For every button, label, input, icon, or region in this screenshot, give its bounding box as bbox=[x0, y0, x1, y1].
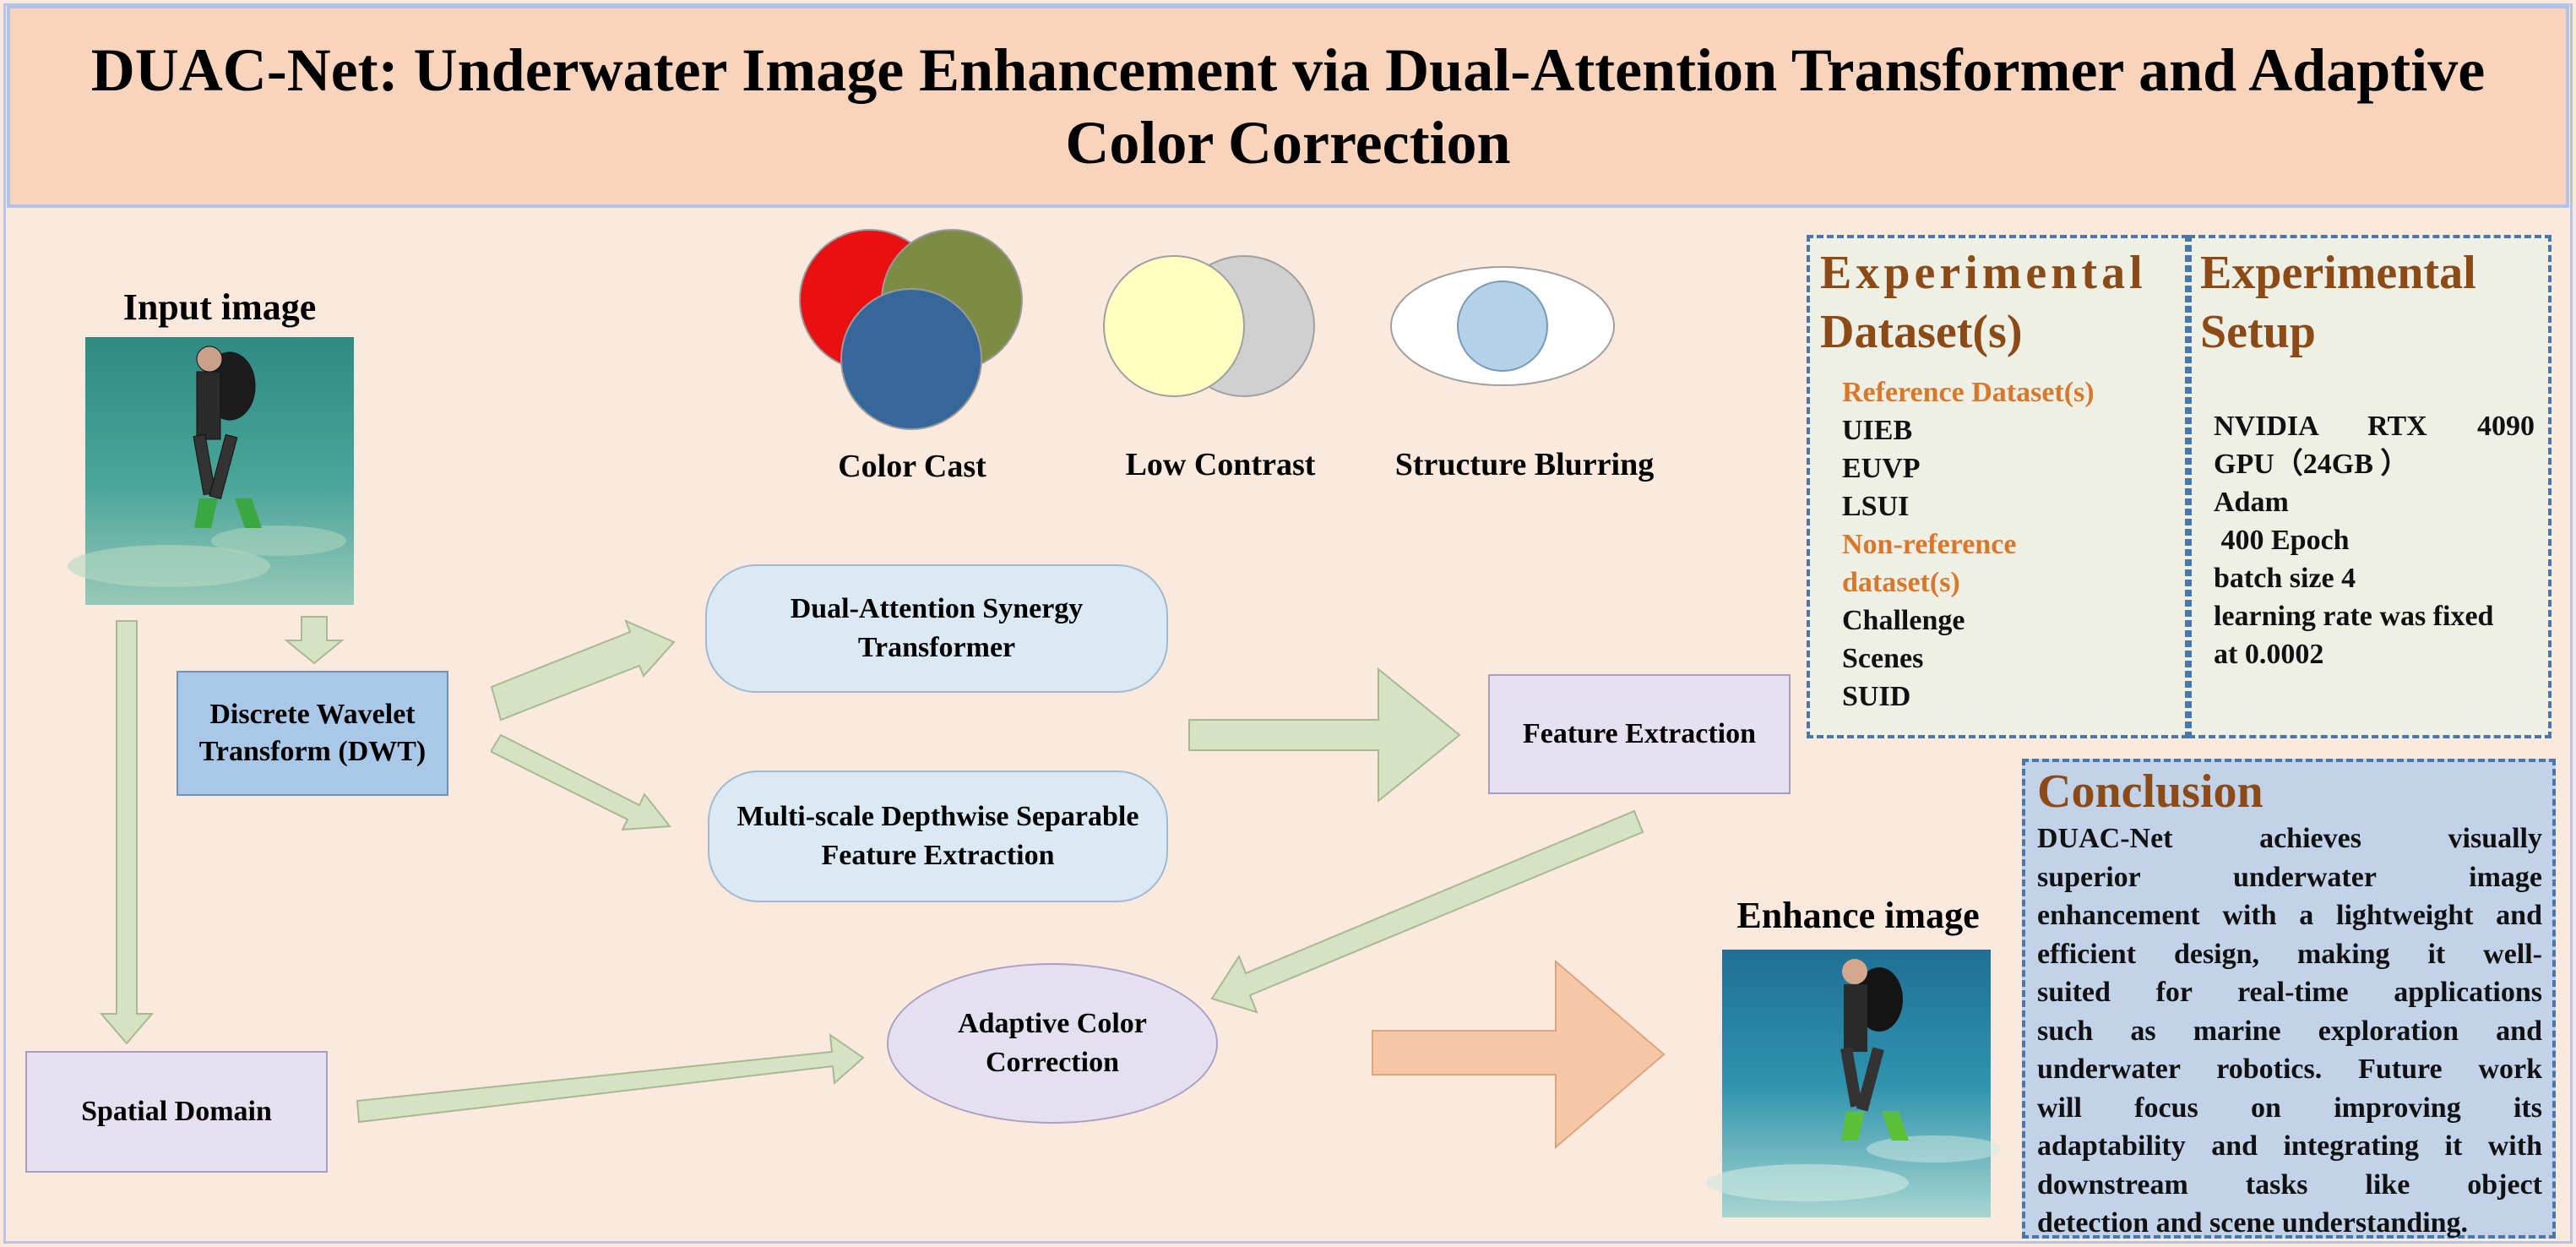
setup-line: 400 Epoch bbox=[2214, 525, 2350, 556]
arrow-to-feature-extraction bbox=[1188, 667, 1461, 803]
enhance-image-label: Enhance image bbox=[1736, 895, 1980, 936]
dual-attention-node: Dual-Attention Synergy Transformer bbox=[705, 564, 1168, 693]
conclusion-line: superior underwater image bbox=[2037, 861, 2542, 893]
dataset-item: EUVP bbox=[1842, 453, 1921, 484]
adaptive-color-node: Adaptive Color Correction bbox=[887, 963, 1218, 1124]
conclusion-line: DUAC-Net achieves visually bbox=[2037, 823, 2542, 854]
setup-line: learning rate was fixed bbox=[2214, 601, 2494, 632]
dwt-node: Discrete Wavelet Transform (DWT) bbox=[177, 671, 448, 796]
setup-line: GPU（24GB ） bbox=[2214, 449, 2410, 480]
poster-title: DUAC-Net: Underwater Image Enhancement v… bbox=[7, 5, 2569, 208]
arrow-dwt-to-dual-attention bbox=[490, 619, 676, 722]
conclusion-line: detection and scene understanding. bbox=[2037, 1207, 2469, 1239]
setup-line: at 0.0002 bbox=[2214, 639, 2324, 670]
setup-heading-2: Setup bbox=[2200, 306, 2316, 358]
datasets-heading-2: Dataset(s) bbox=[1820, 306, 2023, 358]
conclusion-line: will focus on improving its bbox=[2037, 1092, 2542, 1124]
conclusion-heading: Conclusion bbox=[2037, 765, 2264, 818]
conclusion-line: such as marine exploration and bbox=[2037, 1015, 2542, 1047]
conclusion-text: DUAC-Net achieves visually superior unde… bbox=[2037, 820, 2542, 1243]
nonreference-label: dataset(s) bbox=[1842, 567, 1960, 598]
reference-label: Reference Dataset(s) bbox=[1842, 377, 2095, 408]
conclusion-panel: Conclusion DUAC-Net achieves visually su… bbox=[2022, 759, 2556, 1239]
dataset-item: SUID bbox=[1842, 681, 1911, 712]
conclusion-line: efficient design, making it well- bbox=[2037, 938, 2542, 970]
dataset-item: LSUI bbox=[1842, 491, 1910, 522]
structure-blurring-label: Structure Blurring bbox=[1394, 447, 1655, 482]
conclusion-line: enhancement with a lightweight and bbox=[2037, 900, 2542, 931]
arrow-feature-to-adaptive-color bbox=[1210, 809, 1644, 1014]
input-image-label: Input image bbox=[122, 286, 317, 328]
color-cast-icon bbox=[799, 229, 1023, 430]
conclusion-line: downstream tasks like object bbox=[2037, 1168, 2542, 1201]
setup-panel: Experimental Setup NVIDIA RTX 4090 GPU（2… bbox=[2188, 235, 2552, 738]
setup-line: Adam bbox=[2214, 487, 2289, 518]
dataset-item: UIEB bbox=[1842, 415, 1913, 446]
poster-frame bbox=[3, 3, 2573, 1244]
dataset-item: Scenes bbox=[1842, 643, 1924, 674]
conclusion-line: underwater robotics. Future work bbox=[2037, 1054, 2542, 1085]
spatial-domain-node: Spatial Domain bbox=[25, 1051, 328, 1173]
low-contrast-icon bbox=[1103, 255, 1315, 397]
arrow-input-to-spatial bbox=[99, 620, 155, 1045]
arrow-spatial-to-adaptive-color bbox=[356, 1032, 865, 1124]
arrow-input-to-dwt bbox=[284, 616, 345, 665]
conclusion-line: suited for real-time applications bbox=[2037, 977, 2542, 1008]
structure-blurring-icon bbox=[1390, 266, 1615, 386]
setup-heading-1: Experimental bbox=[2200, 247, 2476, 299]
datasets-panel: Experimental Dataset(s) Reference Datase… bbox=[1807, 235, 2188, 738]
conclusion-line: adaptability and integrating it with bbox=[2037, 1130, 2542, 1162]
input-underwater-image bbox=[68, 337, 354, 605]
datasets-heading-1: Experimental bbox=[1820, 247, 2147, 299]
setup-line: batch size 4 bbox=[2214, 563, 2356, 594]
enhanced-underwater-image bbox=[1706, 950, 2002, 1217]
multiscale-node: Multi-scale Depthwise Separable Feature … bbox=[708, 771, 1168, 902]
arrow-to-enhanced bbox=[1372, 959, 1666, 1150]
feature-extraction-node: Feature Extraction bbox=[1488, 674, 1791, 794]
color-cast-label: Color Cast bbox=[838, 449, 986, 484]
nonreference-label: Non-reference bbox=[1842, 529, 2017, 560]
low-contrast-label: Low Contrast bbox=[1125, 447, 1316, 482]
setup-line: NVIDIA RTX 4090 bbox=[2214, 411, 2535, 442]
dataset-item: Challenge bbox=[1842, 605, 1965, 636]
arrow-dwt-to-multiscale bbox=[491, 733, 671, 831]
